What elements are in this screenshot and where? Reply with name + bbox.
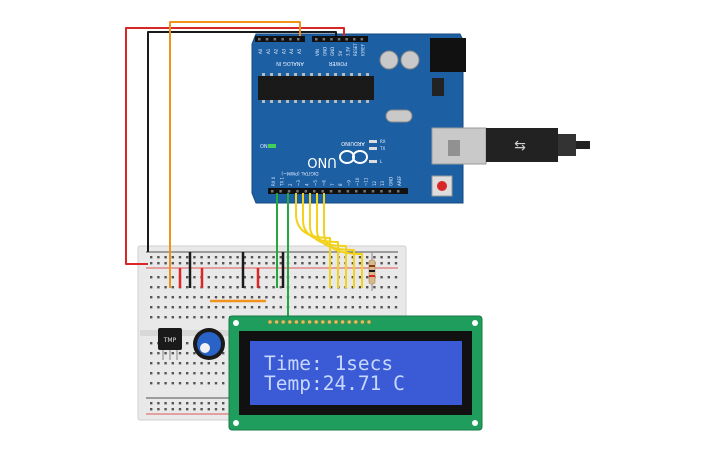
power-pin-label: VIN — [315, 49, 320, 56]
digital-pin-label: 7 — [330, 183, 335, 186]
analog-pin-label: A0 — [258, 48, 263, 54]
brand-label: ARDUINO — [341, 140, 365, 146]
digital-pin-label: 13 — [380, 180, 385, 186]
capacitor-2 — [400, 50, 420, 70]
digital-pwm-label: DIGITAL (PWM~) — [281, 170, 319, 176]
analog-pin-label: A1 — [266, 48, 271, 54]
arduino-board[interactable]: ON RX TX L UNO ARDUINO ANALOG IN POWER D… — [251, 33, 487, 204]
wire-orange-a0[interactable] — [169, 21, 301, 288]
potentiometer[interactable] — [193, 328, 225, 360]
arduino-logo-icon — [339, 150, 368, 164]
digital-pin-label: ~10 — [355, 177, 360, 186]
wire-yellow-3[interactable] — [309, 193, 347, 288]
usb-port[interactable] — [431, 127, 487, 165]
wire-yellow-1[interactable] — [295, 193, 331, 288]
power-jack[interactable] — [430, 38, 466, 72]
wire-yellow-5[interactable] — [323, 193, 363, 288]
power-pin-label: 5V — [338, 50, 343, 56]
digital-pin-label: 8 — [338, 183, 343, 186]
digital-pin-label: ~11 — [363, 177, 368, 186]
power-pin-label: 3.3V — [345, 47, 350, 56]
digital-pin-label: 12 — [372, 180, 377, 186]
power-pin-label: RESET — [353, 43, 358, 56]
capacitor-1 — [379, 50, 399, 70]
resistor[interactable] — [368, 253, 376, 291]
wire-red-5v[interactable] — [125, 27, 345, 265]
lcd-line-2: Temp:24.71 C — [264, 372, 405, 395]
power-pin-label: IOREF — [361, 43, 366, 56]
uno-label: UNO — [307, 154, 336, 169]
l-label: L — [380, 159, 383, 164]
digital-header[interactable] — [268, 188, 408, 194]
temperature-sensor[interactable]: TMP — [158, 328, 182, 360]
digital-pin-label: TX 1 — [279, 177, 284, 187]
wire-yellow-2[interactable] — [302, 193, 339, 288]
lcd-screen — [250, 341, 462, 405]
analog-pin-label: A3 — [281, 48, 286, 54]
digital-pin-label: ~5 — [313, 180, 318, 186]
digital-pin-label: RX 0 — [271, 176, 276, 186]
reset-button[interactable] — [431, 175, 453, 197]
tx-label: TX — [379, 146, 385, 151]
rx-label: RX — [380, 139, 386, 144]
analog-header[interactable] — [255, 36, 305, 42]
digital-pin-label: ~3 — [296, 180, 301, 186]
digital-pin-label: 2 — [288, 183, 293, 186]
usb-icon: ⇆ — [514, 138, 526, 154]
analog-in-label: ANALOG IN — [276, 60, 304, 66]
lcd-display[interactable]: Time: 1secs Temp:24.71 C — [228, 315, 483, 431]
digital-pin-label: ~9 — [347, 180, 352, 186]
digital-pin-label: GND — [389, 177, 394, 186]
analog-pin-label: A5 — [297, 48, 302, 54]
analog-pin-label: A2 — [274, 48, 279, 54]
wire-black-gnd[interactable] — [147, 31, 337, 252]
power-pin-label: GND — [323, 47, 328, 56]
potentiometer-knob-icon[interactable] — [200, 343, 210, 353]
power-label: POWER — [328, 60, 347, 66]
microcontroller-chip — [258, 76, 374, 100]
power-pin-label: GND — [330, 47, 335, 56]
wire-yellow-4[interactable] — [316, 193, 355, 288]
sensor-label: TMP — [163, 337, 177, 344]
digital-pin-label: ~6 — [321, 180, 326, 186]
lcd-line-1: Time: 1secs — [264, 352, 393, 375]
analog-pin-label: A4 — [289, 48, 294, 54]
digital-pin-label: AREF — [397, 175, 402, 186]
digital-pin-label: 4 — [305, 183, 310, 186]
on-label: ON — [260, 144, 268, 150]
usb-cable[interactable]: ⇆ — [486, 128, 590, 162]
